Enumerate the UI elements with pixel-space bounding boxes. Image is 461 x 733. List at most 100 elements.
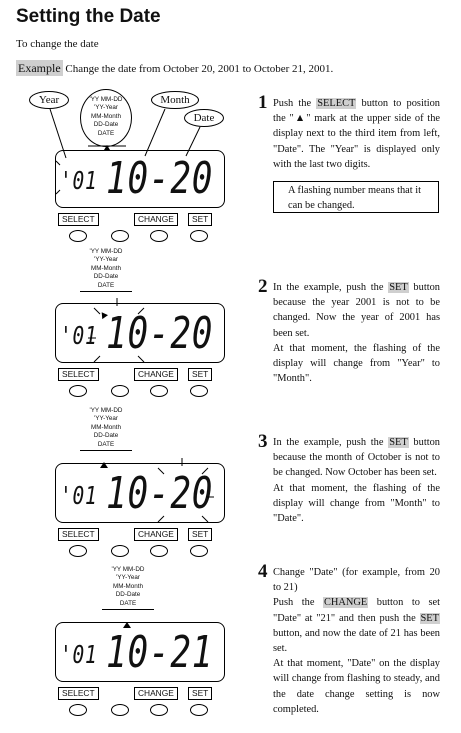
blank-button-1[interactable] [111,230,129,242]
step-2-number: 2 [258,276,268,297]
select-button-label-4: SELECT [58,687,99,700]
step-4: 4 Change "Date" (for example, from 20 to… [258,561,440,717]
menu-item-date-label: DATE [97,440,115,448]
select-button-label-2: SELECT [58,368,99,381]
menu-item-yymmdd: 'YY MM-DD [111,566,145,573]
step-2-text-c: At that moment, the flashing of the disp… [273,342,440,385]
menu-item-date: DD-Date [93,432,119,440]
menu-item-month: MM-Month [90,423,122,431]
position-marker-4 [123,622,131,628]
menu-item-year: 'YY-Year [116,574,140,582]
step-3-number: 3 [258,431,268,452]
select-button-2[interactable] [69,385,87,397]
lcd-display-1: '01 10-20 [55,150,225,208]
change-button-3[interactable] [150,545,168,557]
menu-item-year: 'YY-Year [94,104,118,112]
step-2: 2 In the example, push the SET button be… [258,276,440,386]
lcd-year-3: '01 [60,481,98,510]
change-button-label-2: CHANGE [134,368,178,381]
step-1-number: 1 [258,92,268,113]
step-1-text-a: Push the [273,98,317,109]
step-4-text-a: Change "Date" (for example, from 20 to 2… [273,567,440,594]
position-marker-1 [104,145,110,150]
lcd-display-2: '01 10-20 [55,303,225,363]
menu-item-date: DD-Date [115,591,141,599]
lcd-year-1: '01 [60,166,98,195]
step-4-text-b: Push the [273,597,323,609]
menu-callout-bubble [80,89,132,147]
menu-item-date-label: DATE [97,129,115,137]
menu-item-month: MM-Month [90,264,122,272]
page-subtitle: To change the date [16,38,99,50]
menu-item-date-label: DATE [97,281,115,289]
mode-menu-4: 'YY MM-DD 'YY-Year MM-Month DD-Date DATE [100,566,156,611]
change-button-1[interactable] [150,230,168,242]
step-3-text-c: At that moment, the flashing of the disp… [273,482,440,525]
set-button-1[interactable] [190,230,208,242]
select-button-label-3: SELECT [58,528,99,541]
menu-item-date-label: DATE [119,599,137,607]
step-1-select-keyword: SELECT [316,98,357,109]
menu-item-year: 'YY-Year [94,256,118,264]
blank-button-2[interactable] [111,385,129,397]
step-4-text-c: button to set "Date" at "21" and then pu… [273,597,440,624]
step-3: 3 In the example, push the SET button be… [258,431,440,526]
step-1: 1 Push the SELECT button to position the… [258,92,440,172]
set-button-2[interactable] [190,385,208,397]
mode-menu-2: 'YY MM-DD 'YY-Year MM-Month DD-Date DATE [78,248,134,293]
set-button-label-4: SET [188,687,213,700]
step-4-set-keyword: SET [419,612,440,624]
step-4-text-e: At that moment, "Date" on the display wi… [273,658,440,715]
step-3-text-a: In the example, push the [273,437,389,448]
menu-item-yymmdd: 'YY MM-DD [89,96,123,103]
lcd-display-3: '01 10-20 [55,463,225,523]
mode-menu-3: 'YY MM-DD 'YY-Year MM-Month DD-Date DATE [78,407,134,452]
example-text: Change the date from October 20, 2001 to… [65,63,334,75]
step-1-text-b: button to position the "▲" mark at the u… [273,98,440,170]
step-4-change-keyword: CHANGE [322,597,369,609]
step-2-text-b: button because the year 2001 is not to b… [273,282,440,339]
lcd-year-4: '01 [60,640,98,669]
set-button-4[interactable] [190,704,208,716]
change-button-2[interactable] [150,385,168,397]
blank-button-4[interactable] [111,704,129,716]
step-3-set-keyword: SET [388,437,409,448]
menu-item-date: DD-Date [93,273,119,281]
change-button-4[interactable] [150,704,168,716]
select-button-3[interactable] [69,545,87,557]
menu-item-month: MM-Month [112,582,144,590]
change-button-label-3: CHANGE [134,528,178,541]
menu-item-year: 'YY-Year [94,415,118,423]
set-button-3[interactable] [190,545,208,557]
select-button-4[interactable] [69,704,87,716]
set-button-label-2: SET [188,368,213,381]
step-2-text-a: In the example, push the [273,282,389,293]
menu-item-date: DD-Date [93,121,119,129]
mode-menu-1: 'YY MM-DD 'YY-Year MM-Month DD-Date DATE [81,96,131,138]
select-button-1[interactable] [69,230,87,242]
position-marker-2 [101,312,108,320]
lcd-date-4: 10-21 [106,627,214,678]
lcd-display-4: '01 10-21 [55,622,225,682]
lcd-date-1: 10-20 [106,153,214,204]
menu-item-yymmdd: 'YY MM-DD [89,407,123,414]
set-button-label-3: SET [188,528,213,541]
step-2-set-keyword: SET [388,282,409,293]
step-4-number: 4 [258,561,268,582]
example-line: Example Change the date from October 20,… [16,60,334,76]
position-marker-3 [100,462,108,468]
callout-date: Date [184,109,224,127]
callout-month: Month [151,91,199,109]
example-label: Example [16,60,63,76]
lcd-year-2: '01 [60,321,98,350]
page-title: Setting the Date [16,6,161,27]
lcd-date-2: 10-20 [106,308,214,359]
blank-button-3[interactable] [111,545,129,557]
change-button-label-1: CHANGE [134,213,178,226]
step-4-text-d: button, and now the date of 21 has been … [273,627,440,655]
set-button-label-1: SET [188,213,213,226]
menu-item-month: MM-Month [90,112,122,120]
lcd-date-3: 10-20 [106,468,214,519]
step-3-text-b: button because the month of October is n… [273,437,440,479]
